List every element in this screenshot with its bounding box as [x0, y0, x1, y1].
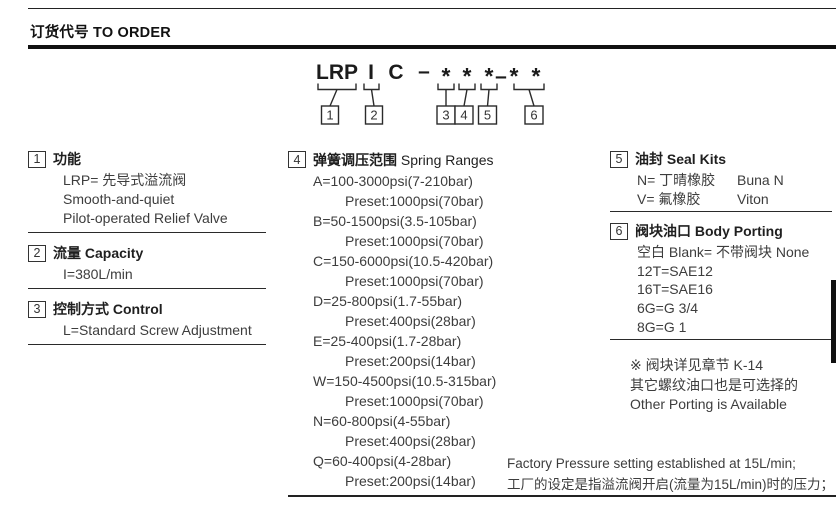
spring-preset-line: Preset:400psi(28bar) [345, 433, 476, 449]
section-2-title: 流量 Capacity [53, 245, 144, 261]
section-2-number-box: 2 [28, 245, 46, 262]
section-3-number-box: 3 [28, 301, 46, 318]
section-6-header: 6 阀块油口 Body Porting [610, 222, 832, 241]
spring-range-line: Q=60-400psi(4-28bar) [313, 453, 452, 469]
section-4-title: 弹簧调压范围 Spring Ranges [313, 151, 494, 168]
seal-option-row: N= 丁晴橡胶 Buna N [637, 171, 832, 190]
spring-range-line: E=25-400psi(1.7-28bar) [313, 333, 462, 349]
code-position-number-5: 5 [484, 108, 491, 123]
seal-code-label: N= 丁晴橡胶 [637, 172, 716, 188]
section-3-header: 3 控制方式 Control [28, 300, 266, 319]
section-3-title: 控制方式 Control [53, 301, 163, 317]
code-segment-capacity: I [368, 61, 374, 84]
section-6-body: 空白 Blank= 不带阀块 None 12T=SAE12 16T=SAE16 … [637, 243, 832, 336]
seal-material-name: Buna N [737, 172, 784, 188]
code-position-box-2 [364, 105, 384, 125]
section-4-header: 4 弹簧调压范围 Spring Ranges [288, 150, 523, 169]
code-position-box-4 [454, 105, 474, 125]
code-position-number-4: 4 [460, 108, 467, 123]
spring-preset-line: Preset:1000psi(70bar) [345, 233, 484, 249]
section-1-header: 1 功能 [28, 150, 266, 169]
section-5-title: 油封 Seal Kits [635, 151, 727, 167]
section-1-title: 功能 [53, 151, 81, 167]
section-divider [28, 288, 266, 289]
column-middle: 4 弹簧调压范围 Spring Ranges A=100-3000psi(7-2… [288, 150, 523, 491]
section-6-title: 阀块油口 Body Porting [635, 223, 783, 240]
code-star: * [442, 63, 451, 89]
section-5-header: 5 油封 Seal Kits [610, 150, 832, 169]
function-code-line: LRP= 先导式溢流阀 [63, 172, 187, 188]
section-4-body: A=100-3000psi(7-210bar) Preset:1000psi(7… [313, 171, 523, 491]
seal-option-row: V= 氟橡胶 Viton [637, 190, 832, 209]
page-edge-tab-marker [831, 280, 836, 363]
factory-note-line-zh: 工厂的设定是指溢流阀开启(流量为15L/min)时的压力； [507, 476, 835, 492]
code-position-number-2: 2 [370, 108, 377, 123]
code-dash: – [418, 60, 430, 83]
spring-range-line: N=60-800psi(4-55bar) [313, 413, 451, 429]
section-divider [28, 232, 266, 233]
porting-option-line: 空白 Blank= 不带阀块 None [637, 244, 810, 261]
porting-option-line: 8G=G 1 [637, 318, 687, 335]
note-line: 其它螺纹油口也是可选择的 [630, 376, 798, 393]
section-5-number-box: 5 [610, 151, 628, 168]
factory-pressure-note: Factory Pressure setting established at … [507, 454, 836, 495]
section-divider [28, 344, 266, 345]
code-bracket-lines [317, 83, 545, 107]
porting-notes: ※ 阀块详见章节 K-14 其它螺纹油口也是可选择的 Other Porting… [630, 356, 832, 415]
seal-code-label: V= 氟橡胶 [637, 190, 701, 207]
section-5-body: N= 丁晴橡胶 Buna N V= 氟橡胶 Viton [637, 171, 832, 208]
code-star: * [485, 63, 494, 89]
column-right: 5 油封 Seal Kits N= 丁晴橡胶 Buna N V= 氟橡胶 Vit… [610, 150, 832, 415]
code-position-box-6 [524, 105, 544, 125]
code-position-box-1 [320, 105, 340, 125]
spring-preset-line: Preset:200psi(14bar) [345, 353, 476, 369]
top-divider [28, 8, 836, 9]
code-dash: – [495, 65, 507, 88]
function-desc-line: Smooth-and-quiet [63, 191, 175, 207]
code-position-box-5 [477, 105, 498, 125]
spring-range-line: B=50-1500psi(3.5-105bar) [313, 213, 477, 229]
column-left: 1 功能 LRP= 先导式溢流阀 Smooth-and-quiet Pilot-… [28, 150, 266, 356]
section-divider [610, 339, 832, 341]
capacity-line: I=380L/min [63, 266, 133, 282]
section-divider [610, 211, 832, 213]
code-segment-family: LRP [316, 61, 358, 84]
header-divider [28, 45, 836, 49]
section-2-body: I=380L/min [63, 265, 266, 284]
section-4-number-box: 4 [288, 151, 306, 168]
porting-option-line: 16T=SAE16 [637, 281, 713, 298]
section-1-body: LRP= 先导式溢流阀 Smooth-and-quiet Pilot-opera… [63, 171, 266, 228]
spring-preset-line: Preset:1000psi(70bar) [345, 193, 484, 209]
note-line: ※ 阀块详见章节 K-14 [630, 357, 764, 374]
spring-range-line: W=150-4500psi(10.5-315bar) [313, 373, 497, 389]
seal-material-name: Viton [737, 190, 769, 207]
factory-note-line-en: Factory Pressure setting established at … [507, 456, 796, 471]
code-position-number-3: 3 [442, 108, 449, 123]
spring-range-line: D=25-800psi(1.7-55bar) [313, 293, 463, 309]
model-code-diagram: LRP I C – * * * – * * 1 2 3 4 5 6 [316, 60, 545, 125]
section-1-number-box: 1 [28, 151, 46, 168]
spring-preset-line: Preset:1000psi(70bar) [345, 273, 484, 289]
spring-range-line: A=100-3000psi(7-210bar) [313, 173, 473, 189]
code-position-number-6: 6 [530, 108, 537, 123]
function-desc-line: Pilot-operated Relief Valve [63, 210, 228, 226]
section-3-body: L=Standard Screw Adjustment [63, 321, 266, 340]
code-star: * [510, 63, 519, 89]
porting-option-line: 12T=SAE12 [637, 262, 713, 279]
section-6-number-box: 6 [610, 223, 628, 241]
spring-range-line: C=150-6000psi(10.5-420bar) [313, 253, 494, 269]
spring-preset-line: Preset:200psi(14bar) [345, 473, 476, 489]
code-segment-type: C [388, 61, 403, 84]
code-position-number-1: 1 [326, 108, 333, 123]
porting-option-line: 6G=G 3/4 [637, 299, 699, 316]
note-line: Other Porting is Available [630, 396, 787, 413]
code-star: * [463, 63, 472, 89]
page-title: 订货代号 TO ORDER [30, 25, 171, 41]
spring-preset-line: Preset:400psi(28bar) [345, 313, 476, 329]
section-2-header: 2 流量 Capacity [28, 244, 266, 263]
code-star: * [532, 63, 541, 89]
control-line: L=Standard Screw Adjustment [63, 322, 252, 338]
bottom-divider [288, 495, 836, 497]
spring-preset-line: Preset:1000psi(70bar) [345, 393, 484, 409]
